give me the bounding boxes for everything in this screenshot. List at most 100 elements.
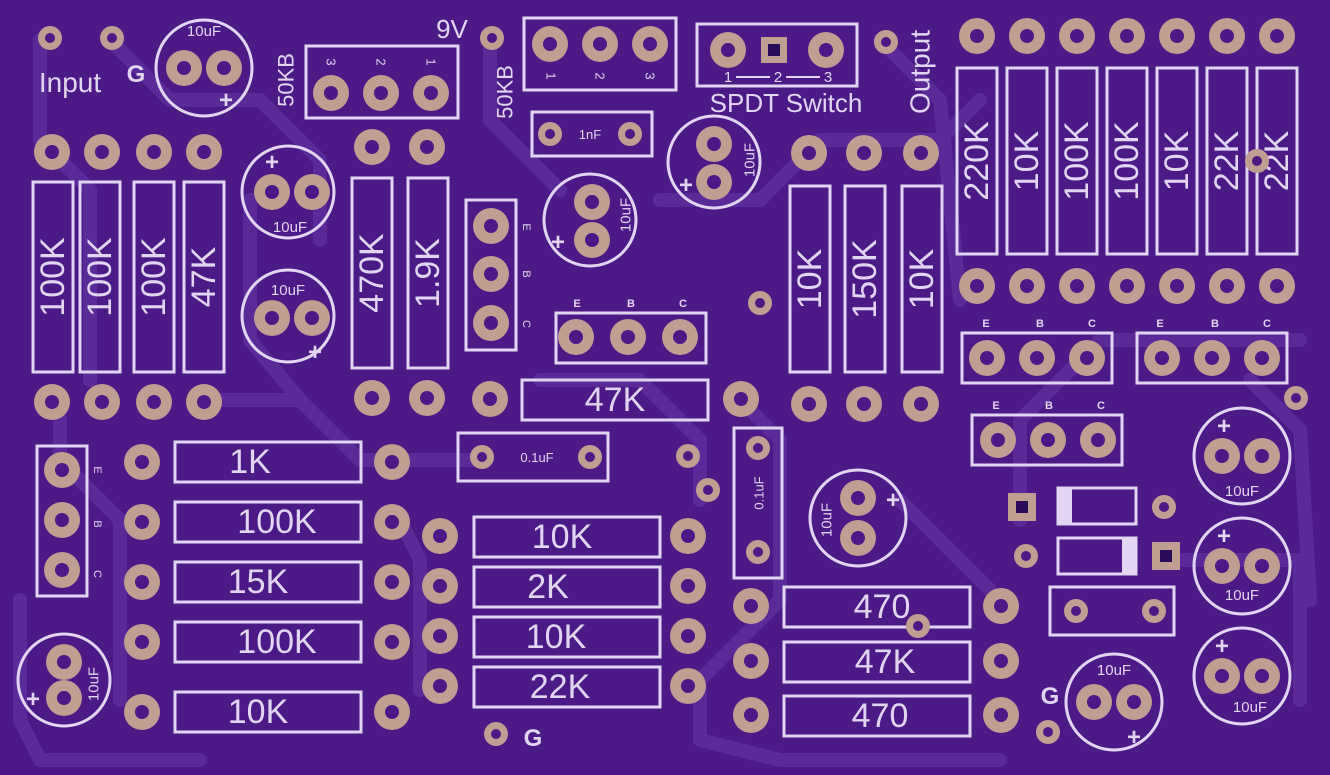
capacitor-0-1uf-h: 0.1uF [456, 431, 610, 483]
pin-b-label: B [1036, 318, 1044, 330]
pin-b-label: B [627, 298, 635, 310]
polarity-plus-icon: + [1217, 413, 1231, 440]
electrolytic-cap-left-1: 10uF + [240, 144, 336, 240]
electrolytic-cap-bottom-left: 10uF + [16, 632, 112, 728]
resistor-label: 100K [237, 503, 317, 541]
pin-number-label: 3 [824, 69, 832, 86]
resistor-r-10k-center-b: 10K [472, 615, 662, 659]
transistor-ebc-center: E B C [554, 298, 708, 365]
pin-number-label: 1 [424, 58, 439, 65]
pin-b-label: B [1045, 400, 1053, 412]
diode-upper [1056, 486, 1138, 526]
capacitor-label: 0.1uF [520, 450, 553, 465]
resistor-label: 47K [185, 246, 223, 307]
resistor-r-47k-h: 47K [520, 378, 710, 422]
resistor-r-100k-b: 100K [78, 180, 122, 374]
resistor-label: 10K [903, 248, 941, 309]
pin-number-label: 1 [724, 69, 732, 86]
resistor-r-100k-right-a: 100K [1055, 66, 1099, 256]
resistor-r-10k-mid-a: 10K [788, 184, 832, 374]
resistor-r-2k: 2K [472, 565, 662, 609]
resistor-r-15k: 15K [173, 560, 363, 604]
resistor-label: 15K [228, 563, 289, 601]
pot-50kb-1-footprint: 3 2 1 [304, 44, 460, 120]
polarity-plus-icon: + [219, 87, 233, 114]
capacitor-label: 10uF [187, 23, 221, 40]
resistor-r-10k-right-b: 10K [1155, 66, 1199, 256]
pin-e-label: E [520, 223, 532, 230]
resistor-r-470-b: 470 [782, 694, 972, 738]
pin-b-label: B [91, 520, 103, 527]
polarity-plus-icon: + [679, 172, 693, 199]
capacitor-small-right [1048, 585, 1176, 637]
header-vertical-mid: E B C [464, 198, 532, 352]
capacitor-label: 10uF [273, 219, 307, 236]
resistor-label: 10K [228, 693, 289, 731]
resistor-label: 10K [526, 618, 587, 656]
pin-c-label: C [1088, 318, 1096, 330]
capacitor-0-1uf-v: 0.1uF [732, 426, 784, 580]
diode-lower [1056, 536, 1138, 576]
capacitor-label: 10uF [1225, 587, 1259, 604]
pin-b-label: B [1211, 318, 1219, 330]
capacitor-label: 10uF [271, 282, 305, 299]
ground-bottom-label: G [524, 725, 543, 752]
resistor-label: 1.9K [409, 238, 447, 308]
output-label: Output [905, 30, 936, 114]
spdt-switch-footprint: 1 2 3 [695, 22, 859, 88]
capacitor-label: 10uF [742, 143, 759, 177]
resistor-r-100k-left-a: 100K [173, 500, 363, 544]
electrolytic-cap-right-2: 10uF + [1192, 516, 1292, 616]
resistor-label: 2K [527, 568, 569, 606]
capacitor-label: 10uF [1097, 662, 1131, 679]
pin-e-label: E [992, 400, 999, 412]
polarity-plus-icon: + [308, 339, 322, 366]
resistor-r-470-a: 470 [782, 585, 972, 629]
pin-c-label: C [679, 298, 687, 310]
transistor-ebc-right-a: E B C [960, 318, 1114, 385]
capacitor-label: 10uF [86, 667, 103, 701]
pin-number-label: 2 [374, 58, 389, 65]
resistor-r-22k-right-a: 22K [1205, 66, 1249, 256]
resistor-r-150k: 150K [843, 184, 887, 374]
pin-e-label: E [982, 318, 989, 330]
resistor-label: 100K [81, 237, 119, 317]
resistor-r-10k-center-a: 10K [472, 515, 662, 559]
pin-e-label: E [91, 466, 103, 473]
resistor-r-1-9k: 1.9K [406, 176, 450, 370]
pin-b-label: B [520, 270, 532, 277]
header-vertical-left: E B C [35, 444, 103, 598]
resistor-label: 470 [854, 588, 911, 626]
capacitor-label: 0.1uF [752, 476, 767, 509]
pot-50kb-2-footprint: 1 2 3 [522, 16, 678, 92]
capacitor-label: 10uF [1233, 699, 1267, 716]
resistor-label: 1K [229, 443, 271, 481]
capacitor-label: 10uF [819, 503, 836, 537]
resistor-r-100k-left-b: 100K [173, 620, 363, 664]
resistor-r-100k-c: 100K [132, 180, 176, 374]
pin-c-label: C [1263, 318, 1271, 330]
resistor-label: 220K [958, 121, 996, 201]
polarity-plus-icon: + [551, 229, 565, 256]
resistor-label: 100K [1108, 121, 1146, 201]
resistor-r-47k-v: 47K [182, 180, 226, 374]
resistor-r-10k-mid-b: 10K [900, 184, 944, 374]
capacitor-label: 10uF [618, 198, 635, 232]
resistor-label: 100K [237, 623, 317, 661]
pin-e-label: E [573, 298, 580, 310]
electrolytic-cap-center-2: 10uF + [666, 114, 762, 210]
electrolytic-cap-left-2: 10uF + [240, 268, 336, 366]
electrolytic-cap-center-1: 10uF + [542, 172, 638, 268]
electrolytic-cap-bottom-right: 10uF + [1064, 652, 1164, 752]
resistor-label: 100K [34, 237, 72, 317]
pin-e-label: E [1156, 318, 1163, 330]
resistor-r-470k: 470K [350, 176, 394, 370]
pin-number-label: 3 [324, 58, 339, 65]
resistor-r-10k-left: 10K [173, 690, 363, 734]
polarity-plus-icon: + [886, 487, 900, 514]
resistor-r-10k-right-a: 10K [1005, 66, 1049, 256]
ground-right-label: G [1041, 683, 1060, 710]
pin-c-label: C [1097, 400, 1105, 412]
resistor-label: 22K [1208, 130, 1246, 191]
